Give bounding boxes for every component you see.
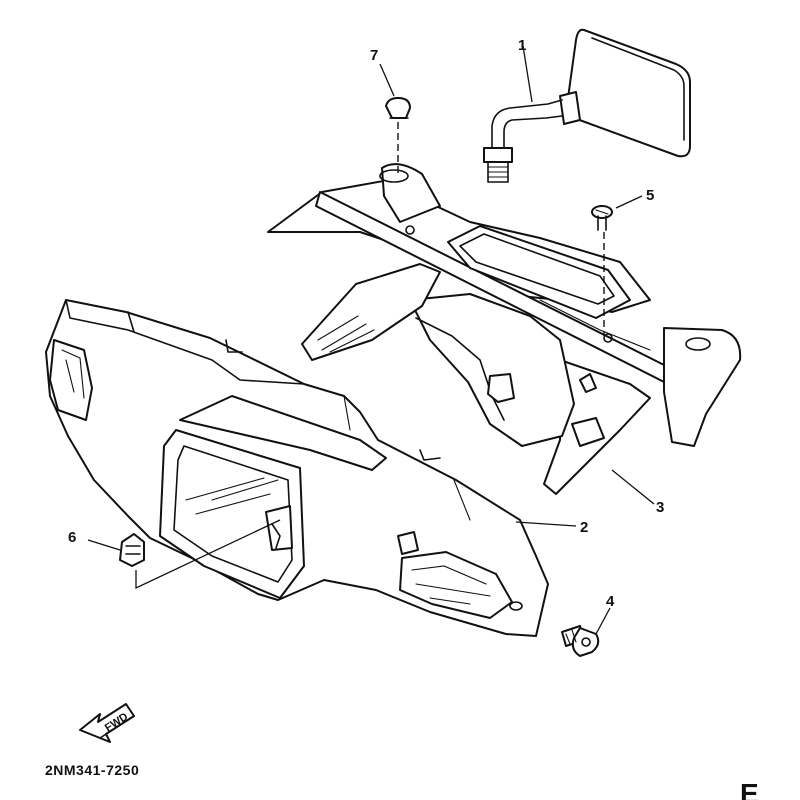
screw-part: [591, 205, 613, 231]
corner-mark: E: [740, 778, 759, 800]
cover-bracket-part: [267, 163, 742, 495]
mirror-part: [483, 28, 691, 183]
callout-labels: 1 2 3 4 5 6 7: [68, 37, 664, 610]
front-cover-part: [45, 299, 549, 637]
callout-5: 5: [646, 187, 654, 204]
callout-7: 7: [370, 47, 378, 64]
assembly-lines: [397, 122, 605, 336]
callout-4: 4: [606, 593, 615, 610]
callout-1: 1: [518, 37, 526, 54]
bolt-part: [561, 625, 600, 657]
callout-2: 2: [580, 519, 588, 536]
grommet-part: [385, 97, 411, 119]
callout-6: 6: [68, 529, 76, 546]
callout-3: 3: [656, 499, 664, 516]
diagram-code: 2NM341-7250: [45, 762, 140, 778]
leader-lines: [87, 45, 655, 635]
nut-part: [119, 533, 145, 567]
fwd-arrow-icon: FWD: [79, 703, 135, 743]
